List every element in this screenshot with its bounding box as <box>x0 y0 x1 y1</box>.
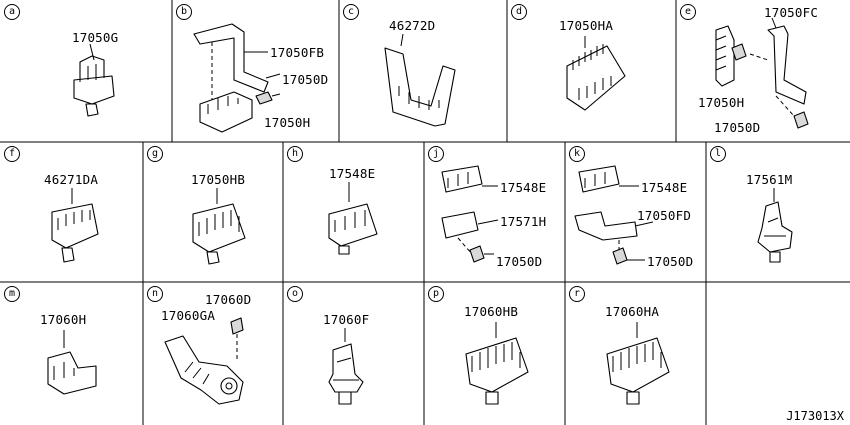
part-number: 17050FC <box>764 5 819 20</box>
cell-o: o 17060F <box>283 282 424 425</box>
callout-letter: c <box>343 4 359 20</box>
part-number: 17050D <box>647 254 694 269</box>
cell-r: r 17060HA <box>565 282 706 425</box>
clip-drawing <box>566 36 626 111</box>
clip-drawing <box>164 317 244 405</box>
callout-letter: n <box>147 286 163 302</box>
part-number: 17050G <box>72 30 119 45</box>
part-number: 17050D <box>714 120 761 135</box>
callout-letter: o <box>287 286 303 302</box>
clip-drawing <box>606 322 670 405</box>
part-number: 17060HB <box>464 304 519 319</box>
callout-letter: m <box>4 286 20 302</box>
clip-drawing <box>73 43 115 117</box>
callout-letter: j <box>428 146 444 162</box>
cell-j: j 17548E 17571H 17050D <box>424 142 565 282</box>
bracket-drawing <box>715 17 809 129</box>
cell-g: g 17050HB <box>143 142 283 282</box>
callout-letter: a <box>4 4 20 20</box>
part-number: 17060GA <box>161 308 216 323</box>
clip-drawing <box>47 330 97 395</box>
callout-letter: k <box>569 146 585 162</box>
callout-letter: f <box>4 146 20 162</box>
part-number: 46271DA <box>44 172 99 187</box>
clip-drawing <box>192 188 246 265</box>
part-number: 17561M <box>746 172 793 187</box>
callout-letter: h <box>287 146 303 162</box>
clip-drawing <box>384 33 456 127</box>
part-number: 17548E <box>500 180 547 195</box>
part-number: 17060F <box>323 312 370 327</box>
cell-n: n 17060D 17060GA <box>143 282 283 425</box>
part-number: 17050FD <box>637 208 692 223</box>
cell-a: a 17050G <box>0 0 172 142</box>
callout-letter: r <box>569 286 585 302</box>
cell-e: e 17050FC 17050H 17050D <box>676 0 850 142</box>
callout-letter: l <box>710 146 726 162</box>
callout-letter: p <box>428 286 444 302</box>
part-number: 17050D <box>496 254 543 269</box>
cell-p: p 17060HB <box>424 282 565 425</box>
clip-drawing <box>328 182 378 255</box>
part-number: 17050D <box>282 72 329 87</box>
cell-b: b 17050FB 17050D 17050H <box>172 0 339 142</box>
cell-d: d 17050HA <box>507 0 676 142</box>
cell-k: k 17548E 17050FD 17050D <box>565 142 706 282</box>
part-number: 46272D <box>389 18 436 33</box>
part-number: 17050HA <box>559 18 614 33</box>
callout-letter: g <box>147 146 163 162</box>
part-number: 17050H <box>264 115 311 130</box>
bracket-drawing <box>441 165 499 263</box>
part-number: 17060D <box>205 292 252 307</box>
part-number: 17548E <box>641 180 688 195</box>
part-number: 17571H <box>500 214 547 229</box>
cell-h: h 17548E <box>283 142 424 282</box>
part-number: 17060HA <box>605 304 660 319</box>
cell-c: c 46272D <box>339 0 507 142</box>
cell-f: f 46271DA <box>0 142 143 282</box>
clip-drawing <box>465 322 529 405</box>
callout-letter: b <box>176 4 192 20</box>
clip-drawing <box>757 188 793 263</box>
part-number: 17060H <box>40 312 87 327</box>
part-number: 17050HB <box>191 172 246 187</box>
clip-drawing <box>51 188 99 263</box>
bracket-drawing <box>574 165 654 265</box>
callout-letter: d <box>511 4 527 20</box>
diagram-id: J173013X <box>786 409 844 423</box>
callout-letter: e <box>680 4 696 20</box>
empty-cell <box>706 282 850 425</box>
part-number: 17050H <box>698 95 745 110</box>
bracket-drawing <box>193 23 281 133</box>
clip-drawing <box>328 328 364 405</box>
part-number: 17050FB <box>270 45 325 60</box>
cell-m: m 17060H <box>0 282 143 425</box>
cell-l: l 17561M <box>706 142 850 282</box>
part-number: 17548E <box>329 166 376 181</box>
